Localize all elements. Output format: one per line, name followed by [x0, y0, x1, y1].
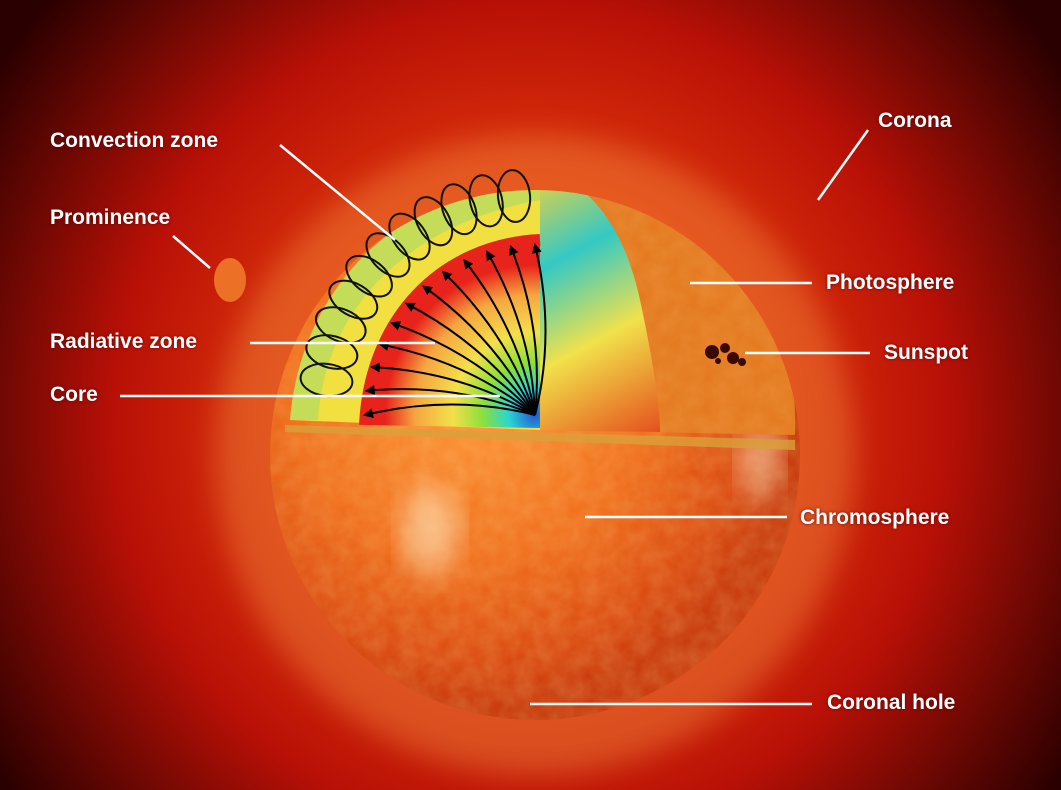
- radiative-core-region: [365, 240, 540, 428]
- bright-region: [402, 485, 458, 575]
- label-radiative-zone: Radiative zone: [50, 330, 198, 353]
- label-photosphere: Photosphere: [826, 271, 955, 294]
- convection-loop: [413, 196, 454, 247]
- radiation-arrow: [486, 250, 536, 416]
- label-corona: Corona: [878, 109, 952, 132]
- convection-loop: [440, 183, 478, 236]
- convection-loop: [388, 212, 431, 261]
- slice-face: [540, 190, 660, 432]
- prominence-shape: [214, 258, 246, 302]
- label-sunspot: Sunspot: [884, 341, 968, 364]
- radiation-arrow: [532, 243, 547, 416]
- radiation-arrow: [509, 244, 538, 416]
- label-convection-zone: Convection zone: [50, 129, 219, 152]
- radiation-arrows: [363, 243, 547, 418]
- radiation-arrow: [404, 302, 536, 416]
- leader-convection-zone: [279, 144, 396, 241]
- convection-loop: [305, 334, 359, 370]
- convection-loop: [496, 169, 532, 223]
- leader-lines: [120, 129, 870, 706]
- radiation-arrow: [390, 321, 536, 416]
- radiation-arrow: [363, 403, 536, 418]
- sunspot-group: [705, 343, 746, 366]
- convection-loop: [345, 254, 393, 298]
- radiation-arrow: [463, 258, 536, 416]
- label-core: Core: [50, 383, 98, 406]
- radiation-arrow: [364, 385, 536, 416]
- label-prominence: Prominence: [50, 206, 171, 229]
- leader-prominence: [172, 235, 211, 269]
- label-coronal-hole: Coronal hole: [827, 691, 956, 714]
- label-chromosphere: Chromosphere: [800, 506, 950, 529]
- leader-corona: [816, 129, 870, 201]
- convection-loop: [365, 232, 411, 278]
- convection-loop: [468, 174, 504, 228]
- radiation-arrow: [441, 270, 536, 416]
- convection-loop: [315, 306, 367, 344]
- radiation-arrow: [378, 341, 536, 416]
- convection-loops: [299, 169, 532, 398]
- radiation-arrow: [422, 285, 536, 416]
- radiation-arrow: [369, 362, 536, 416]
- convection-loop: [328, 279, 379, 320]
